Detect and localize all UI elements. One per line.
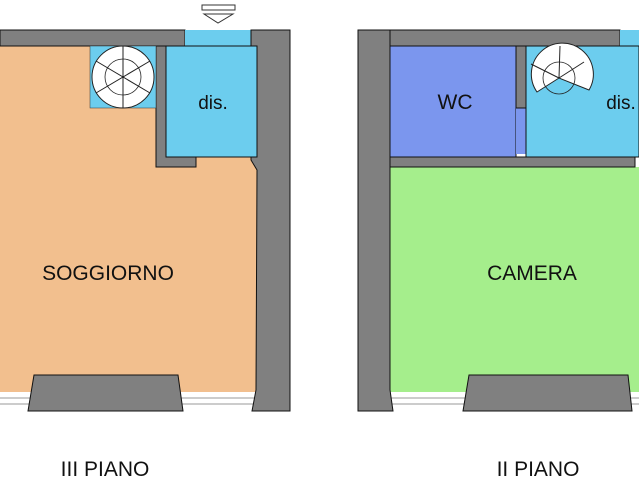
- plan-iii-piano: dis. SOGGIORNO III PIANO: [0, 29, 291, 480]
- entrance-opening: [185, 30, 251, 46]
- inner-wall: [515, 45, 527, 109]
- window-frame: [27, 374, 184, 412]
- entrance-arrow-icon: [201, 4, 236, 24]
- dis-label: dis.: [606, 93, 636, 114]
- camera-label: CAMERA: [487, 262, 577, 285]
- soggiorno-label: SOGGIORNO: [42, 262, 174, 285]
- inner-wall: [389, 156, 636, 168]
- camera-room: [390, 167, 639, 392]
- spiral-stair-icon: [91, 45, 155, 109]
- window-frame: [462, 374, 633, 412]
- floor-label-iii: III PIANO: [61, 458, 150, 480]
- wc-label: WC: [438, 91, 473, 114]
- plan-ii-piano: WC dis. CAMERA II PIANO: [357, 29, 639, 480]
- dis-room: [165, 45, 258, 158]
- right-wall: [250, 29, 291, 412]
- top-wall: [0, 29, 186, 47]
- dis-label: dis.: [198, 93, 228, 114]
- floor-label-ii: II PIANO: [497, 458, 580, 480]
- spiral-stair-icon: [530, 42, 594, 95]
- top-wall: [357, 29, 621, 47]
- wc-door: [516, 108, 526, 154]
- left-wall: [357, 29, 394, 412]
- entrance-opening: [620, 30, 639, 46]
